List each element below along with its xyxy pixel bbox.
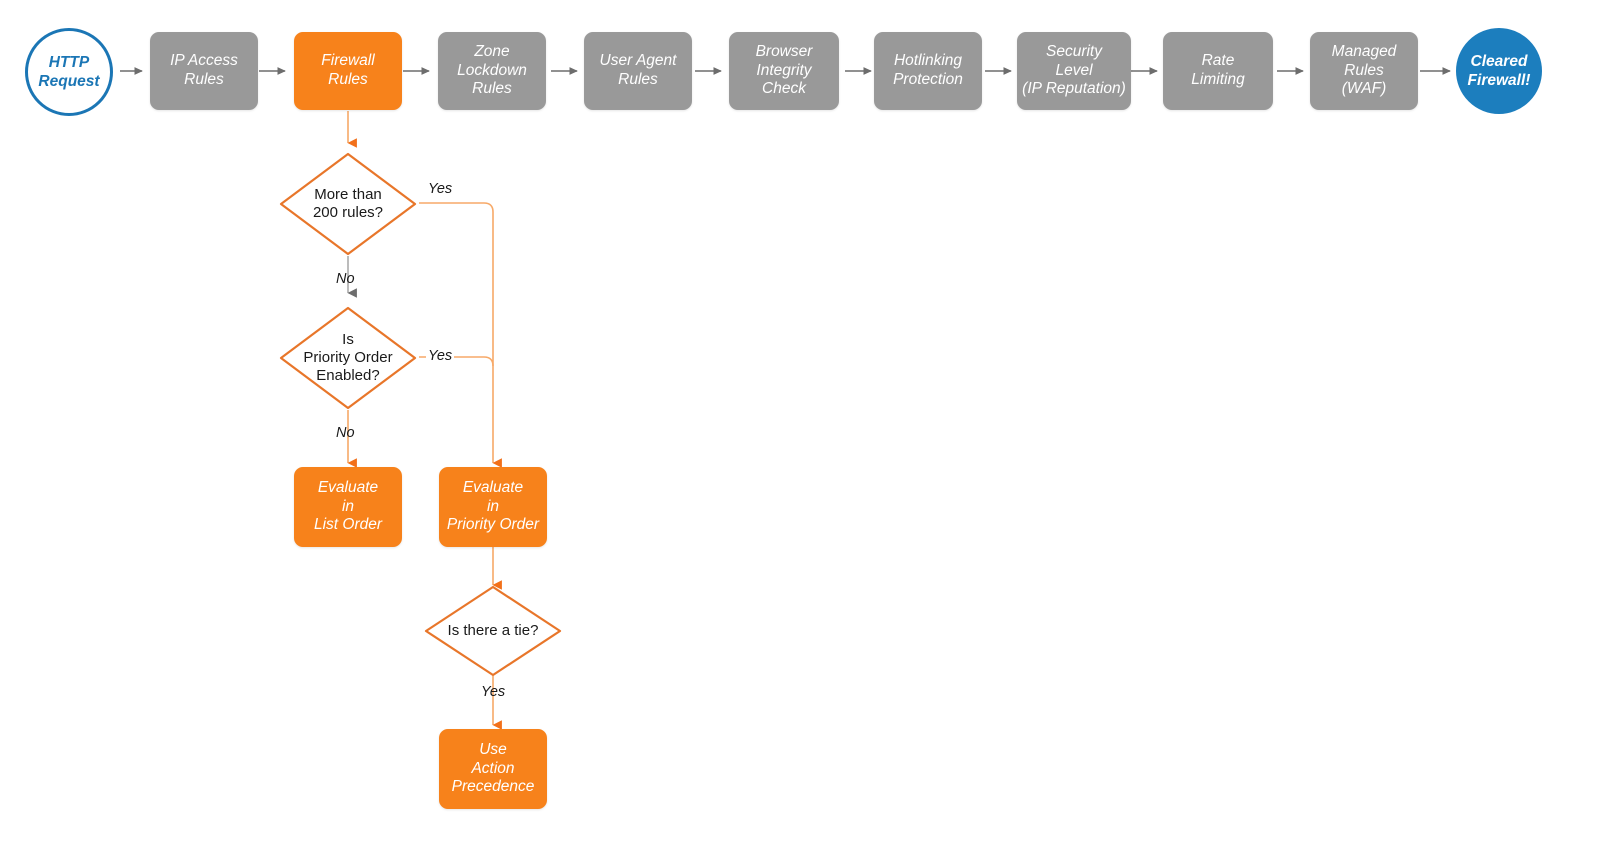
node-zone-lockdown-rules-label: Zone Lockdown Rules (457, 42, 527, 98)
edge-label-tie-yes: Yes (481, 684, 506, 700)
node-cleared-firewall[interactable]: Cleared Firewall! (1456, 28, 1542, 114)
edge-label-priority-no: No (336, 425, 355, 441)
node-cleared-firewall-label: Cleared Firewall! (1467, 52, 1531, 89)
node-ip-access-rules-label: IP Access Rules (170, 52, 238, 88)
decision-priority-order-enabled-label: Is Priority Order Enabled? (303, 330, 393, 385)
node-evaluate-in-list-order-label: Evaluate in List Order (313, 478, 383, 534)
node-use-action-precedence-label: Use Action Precedence (451, 740, 535, 796)
decision-priority-order-enabled[interactable]: Is Priority Order Enabled? (279, 306, 417, 410)
node-evaluate-in-priority-order[interactable]: Evaluate in Priority Order (439, 467, 547, 547)
diamond-shape (279, 152, 417, 256)
edge-label-priority-yes: Yes (426, 348, 455, 364)
node-http-request[interactable]: HTTP Request (25, 28, 113, 116)
node-evaluate-in-list-order[interactable]: Evaluate in List Order (294, 467, 402, 547)
node-zone-lockdown-rules[interactable]: Zone Lockdown Rules (438, 32, 546, 110)
diamond-shape (279, 306, 417, 410)
node-firewall-rules-label: Firewall Rules (321, 52, 375, 88)
decision-is-there-a-tie[interactable]: Is there a tie? (424, 585, 562, 677)
node-ip-access-rules[interactable]: IP Access Rules (150, 32, 258, 110)
edge-rulecount-yes (419, 202, 502, 468)
node-managed-rules-waf-label: Managed Rules (WAF) (1331, 42, 1397, 98)
node-managed-rules-waf[interactable]: Managed Rules (WAF) (1310, 32, 1418, 110)
node-security-level[interactable]: Security Level (IP Reputation) (1017, 32, 1131, 110)
node-hotlinking-protection-label: Hotlinking Protection (893, 52, 963, 88)
node-browser-integrity-check[interactable]: Browser Integrity Check (729, 32, 839, 110)
node-hotlinking-protection[interactable]: Hotlinking Protection (874, 32, 982, 110)
decision-more-than-200-rules[interactable]: More than 200 rules? (279, 152, 417, 256)
node-firewall-rules[interactable]: Firewall Rules (294, 32, 402, 110)
edge-label-rulecount-yes: Yes (428, 181, 453, 197)
decision-is-there-a-tie-label: Is there a tie? (447, 621, 539, 639)
decision-more-than-200-rules-label: More than 200 rules? (312, 185, 384, 221)
node-user-agent-rules-label: User Agent Rules (599, 52, 677, 88)
node-rate-limiting[interactable]: Rate Limiting (1163, 32, 1273, 110)
edge-label-rulecount-no: No (336, 271, 355, 287)
node-evaluate-in-priority-order-label: Evaluate in Priority Order (446, 478, 540, 534)
node-browser-integrity-check-label: Browser Integrity Check (755, 42, 813, 98)
node-http-request-label: HTTP Request (38, 53, 100, 90)
diamond-shape (424, 585, 562, 677)
node-user-agent-rules[interactable]: User Agent Rules (584, 32, 692, 110)
node-rate-limiting-label: Rate Limiting (1191, 52, 1245, 88)
node-security-level-label: Security Level (IP Reputation) (1022, 42, 1126, 98)
node-use-action-precedence[interactable]: Use Action Precedence (439, 729, 547, 809)
